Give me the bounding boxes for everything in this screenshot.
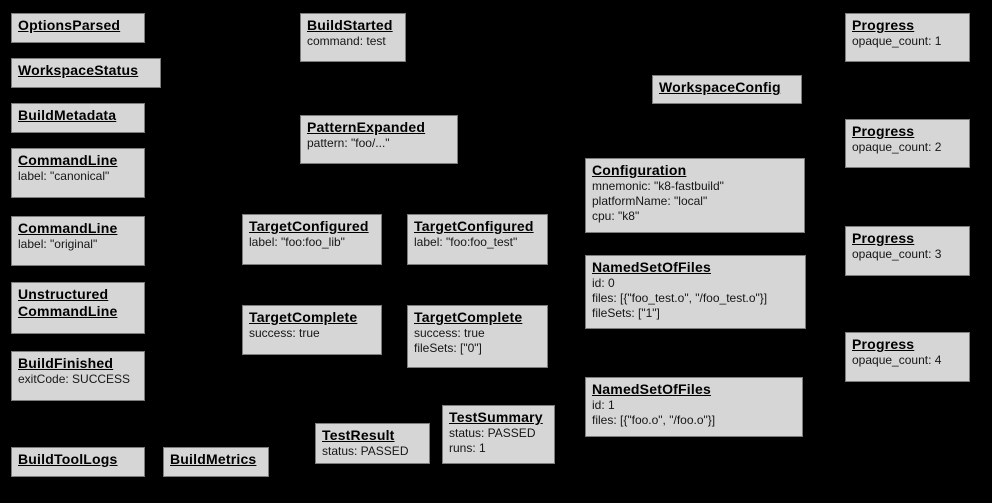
node-field: opaque_count: 1 [852,34,942,48]
node-title: NamedSetOfFiles [592,259,711,275]
node-title: BuildStarted [307,17,393,33]
node-field: opaque_count: 4 [852,353,942,367]
node-field: label: "canonical" [18,169,110,183]
node-pattern-expanded: PatternExpanded pattern: "foo/..." [300,115,458,164]
node-title: BuildFinished [18,355,114,371]
node-field: files: [{"foo.o", "/foo.o"}] [592,413,716,427]
node-title: TargetComplete [414,309,523,325]
node-build-tool-logs: BuildToolLogs [11,447,145,477]
node-title: NamedSetOfFiles [592,381,711,397]
node-field: fileSets: ["1"] [592,306,660,320]
node-named-set-of-files-0: NamedSetOfFiles id: 0 files: [{"foo_test… [585,255,806,329]
node-target-complete-foo-lib: TargetComplete success: true [242,305,382,355]
node-field: exitCode: SUCCESS [18,372,131,386]
node-title: OptionsParsed [18,17,121,33]
node-configuration: Configuration mnemonic: "k8-fastbuild" p… [585,158,805,233]
node-field: status: PASSED [449,426,536,440]
node-title: CommandLine [18,220,118,236]
node-target-complete-foo-test: TargetComplete success: true fileSets: [… [407,305,548,368]
node-build-metadata: BuildMetadata [11,103,145,133]
node-field: id: 0 [592,276,615,290]
node-field: opaque_count: 3 [852,247,942,261]
node-field: command: test [307,34,386,48]
node-title: Configuration [592,162,687,178]
node-field: id: 1 [592,398,615,412]
node-test-summary: TestSummary status: PASSED runs: 1 [442,405,555,464]
node-title: WorkspaceStatus [18,62,139,78]
node-build-metrics: BuildMetrics [163,447,269,477]
node-title: CommandLine [18,152,118,168]
node-unstructured-command-line: Unstructured CommandLine [11,282,145,334]
node-title: TestSummary [449,409,543,425]
node-field: opaque_count: 2 [852,140,942,154]
node-title: TestResult [322,427,395,443]
node-command-line-original: CommandLine label: "original" [11,216,145,266]
node-build-started: BuildStarted command: test [300,13,406,62]
node-options-parsed: OptionsParsed [11,13,145,43]
node-title: BuildMetrics [170,451,257,467]
node-field: cpu: "k8" [592,209,640,223]
node-title: Progress [852,336,915,352]
node-field: platformName: "local" [592,194,708,208]
node-progress-3: Progress opaque_count: 3 [845,226,970,276]
node-title: Progress [852,17,915,33]
node-workspace-config: WorkspaceConfig [652,75,802,104]
node-field: success: true [414,326,485,340]
node-field: mnemonic: "k8-fastbuild" [592,179,724,193]
node-field: fileSets: ["0"] [414,341,482,355]
node-title: TargetConfigured [414,218,534,234]
node-progress-2: Progress opaque_count: 2 [845,119,970,168]
node-title: PatternExpanded [307,119,426,135]
node-test-result: TestResult status: PASSED [315,423,430,464]
node-field: label: "foo:foo_test" [414,235,518,249]
node-title: Progress [852,123,915,139]
node-target-configured-foo-lib: TargetConfigured label: "foo:foo_lib" [242,214,382,265]
node-title: BuildToolLogs [18,451,118,467]
node-build-finished: BuildFinished exitCode: SUCCESS [11,351,145,401]
node-field: files: [{"foo_test.o", "/foo_test.o"}] [592,291,768,305]
node-named-set-of-files-1: NamedSetOfFiles id: 1 files: [{"foo.o", … [585,377,803,437]
node-command-line-canonical: CommandLine label: "canonical" [11,148,145,198]
node-workspace-status: WorkspaceStatus [11,58,161,88]
node-field: label: "foo:foo_lib" [249,235,345,249]
node-field: success: true [249,326,320,340]
node-progress-1: Progress opaque_count: 1 [845,13,970,62]
node-field: status: PASSED [322,444,409,458]
node-title: WorkspaceConfig [659,79,781,95]
node-title: BuildMetadata [18,107,117,123]
node-field: label: "original" [18,237,98,251]
node-progress-4: Progress opaque_count: 4 [845,332,970,382]
node-title: TargetComplete [249,309,358,325]
node-target-configured-foo-test: TargetConfigured label: "foo:foo_test" [407,214,548,265]
node-title: TargetConfigured [249,218,369,234]
node-title: Unstructured CommandLine [18,286,118,319]
node-field: pattern: "foo/..." [307,136,390,150]
node-field: runs: 1 [449,441,486,455]
node-title: Progress [852,230,915,246]
